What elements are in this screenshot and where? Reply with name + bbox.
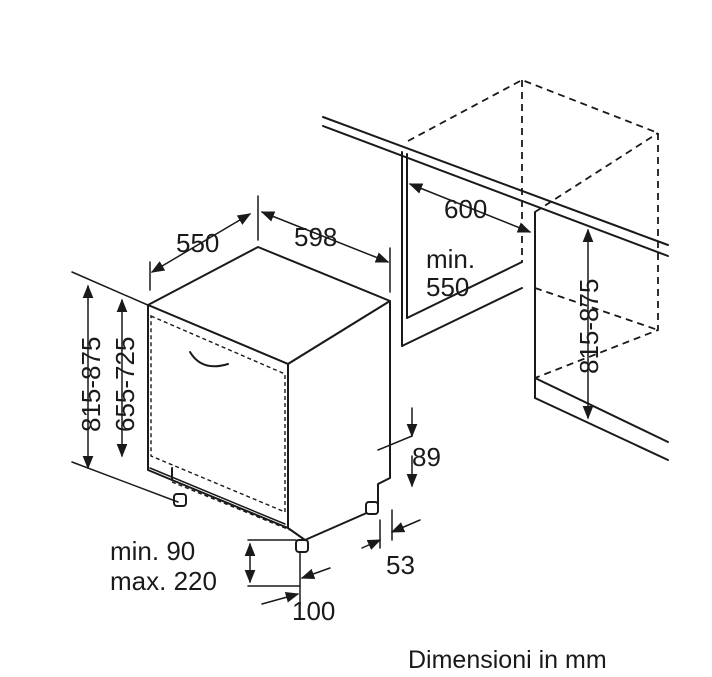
label-plinth-max: max. 220 xyxy=(110,566,217,596)
kitchen-niche xyxy=(322,79,669,461)
label-niche-height: 815-875 xyxy=(574,279,604,374)
label-kick-depth: 53 xyxy=(386,550,415,580)
dishwasher xyxy=(147,246,391,553)
label-niche-width: 600 xyxy=(444,194,487,224)
label-plinth-depth: 100 xyxy=(292,596,335,626)
label-width: 598 xyxy=(294,222,337,252)
label-depth: 550 xyxy=(176,228,219,258)
foot-front-left xyxy=(173,493,187,507)
label-kick-height: 89 xyxy=(412,442,441,472)
label-niche-min-depth-line2: 550 xyxy=(426,272,469,302)
label-total-height: 815-875 xyxy=(76,337,106,432)
foot-front-right xyxy=(295,539,309,553)
dimension-lines xyxy=(71,183,594,605)
foot-rear-right xyxy=(365,501,379,515)
label-door-height: 655-725 xyxy=(110,337,140,432)
label-plinth-min: min. 90 xyxy=(110,536,195,566)
label-niche-min-depth-line1: min. xyxy=(426,244,475,274)
dimension-labels: 550 598 600 min. 550 815-875 815-875 655… xyxy=(76,194,607,674)
units-caption: Dimensioni in mm xyxy=(408,646,607,674)
